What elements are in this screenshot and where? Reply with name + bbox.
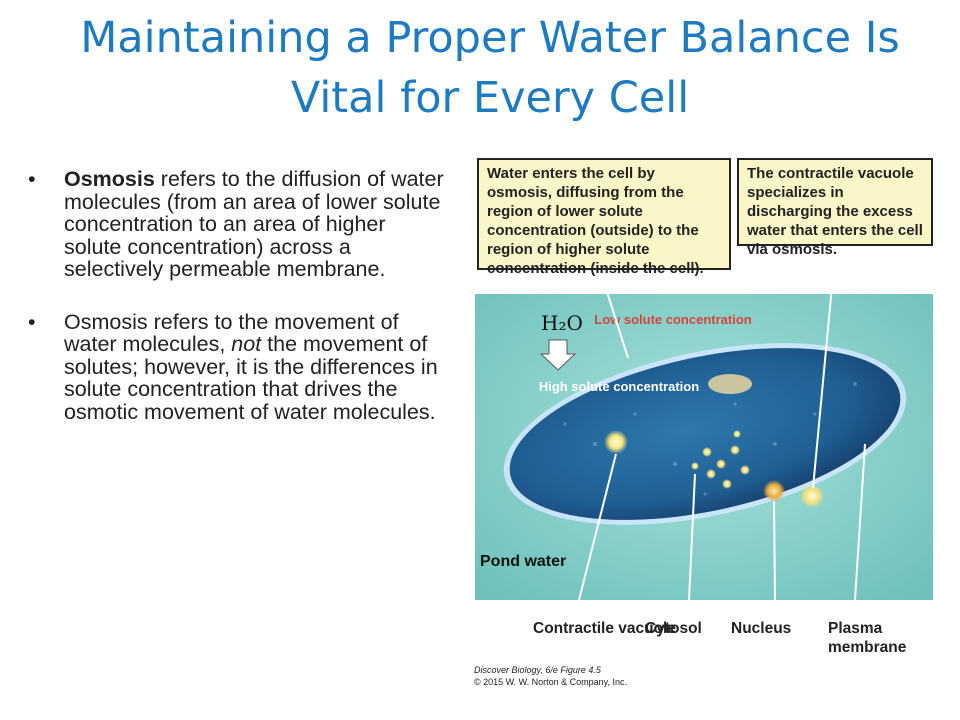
label-nucleus: Nucleus bbox=[731, 620, 792, 637]
bullet-text-after: the movement of solutes; however, it is … bbox=[64, 332, 438, 424]
slide-title: Maintaining a Proper Water Balance Is Vi… bbox=[40, 8, 940, 128]
bullet-marker: • bbox=[28, 309, 36, 334]
water-inflow-arrow-icon bbox=[539, 339, 577, 371]
contractile-vacuole-right bbox=[800, 484, 824, 508]
title-line-1: Maintaining a Proper Water Balance Is bbox=[80, 13, 900, 63]
credit-copyright: © 2015 W. W. Norton & Company, Inc. bbox=[474, 677, 628, 687]
paramecium-micrograph: H₂O Low solute concentration High solute… bbox=[475, 294, 933, 600]
bullet-emphasis: not bbox=[231, 332, 262, 356]
label-contractile-vacuole: Contractile vacuole bbox=[533, 620, 676, 637]
pond-water-label: Pond water bbox=[480, 553, 566, 570]
credit-source: Discover Biology, 6/e Figure 4.5 bbox=[474, 665, 601, 675]
osmosis-figure: Water enters the cell by osmosis, diffus… bbox=[460, 150, 960, 720]
food-vacuole-cluster bbox=[691, 430, 750, 489]
callout-water-enters: Water enters the cell by osmosis, diffus… bbox=[477, 158, 731, 277]
bullet-item-osmosis-movement: • Osmosis refers to the movement of wate… bbox=[28, 309, 448, 424]
high-solute-label: High solute concentration bbox=[539, 379, 699, 394]
cytosol-texture bbox=[563, 382, 857, 496]
bullet-list: • Osmosis refers to the diffusion of wat… bbox=[28, 168, 448, 453]
low-solute-label: Low solute concentration bbox=[594, 312, 752, 327]
bullet-item-osmosis-definition: • Osmosis refers to the diffusion of wat… bbox=[28, 168, 448, 281]
label-cytosol: Cytosol bbox=[645, 620, 702, 637]
bullet-text-before: Osmosis refers to the movement of water … bbox=[64, 309, 399, 356]
leader-lines bbox=[578, 294, 866, 600]
bullet-text: refers to the diffusion of water molecul… bbox=[64, 167, 444, 281]
label-plasma-membrane: Plasma membrane bbox=[828, 620, 907, 656]
cytosol-shape bbox=[509, 348, 901, 520]
title-line-2: Vital for Every Cell bbox=[290, 73, 690, 123]
figure-credit: Discover Biology, 6/e Figure 4.5 © 2015 … bbox=[474, 664, 627, 688]
bullet-marker: • bbox=[28, 167, 36, 191]
nucleus-shape bbox=[763, 480, 785, 502]
callout-contractile-vacuole: The contractile vacuole specializes in d… bbox=[737, 158, 933, 258]
contractile-vacuole-left bbox=[604, 430, 628, 454]
h2o-label: H₂O bbox=[541, 311, 583, 335]
bullet-term: Osmosis bbox=[64, 167, 155, 191]
food-vacuole bbox=[708, 374, 752, 394]
